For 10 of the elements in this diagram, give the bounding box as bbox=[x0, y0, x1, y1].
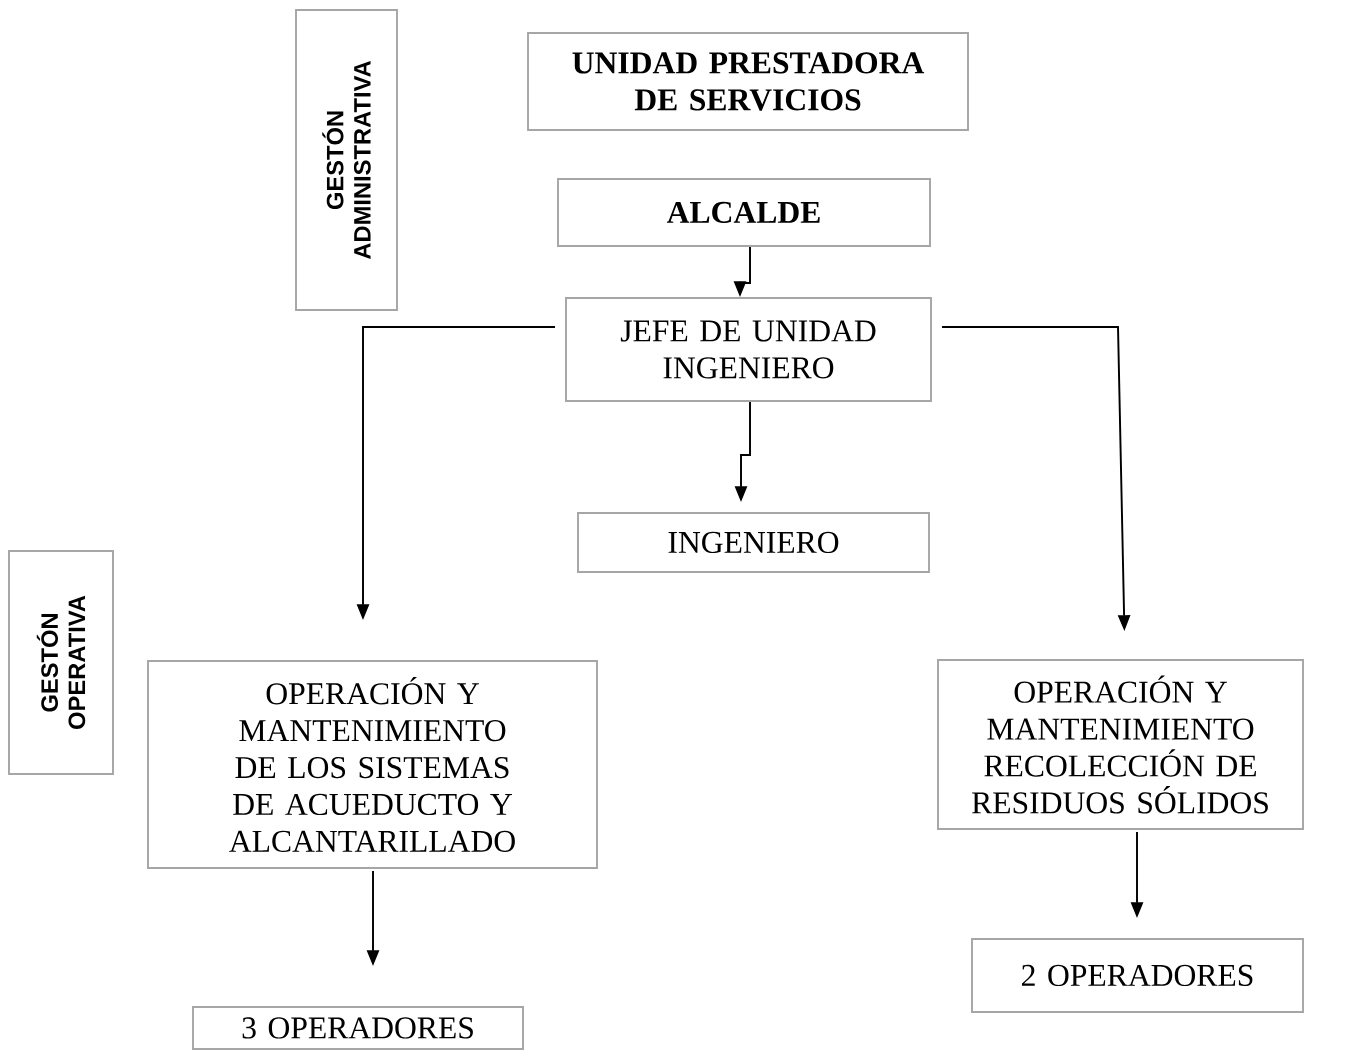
title-box: UNIDAD PRESTADORA DE SERVICIOS bbox=[527, 32, 969, 131]
role-box: INGENIERO bbox=[577, 512, 930, 573]
role-box: OPERACIÓN Y MANTENIMIENTO RECOLECCIÓN DE RESIDUOS SÓLIDOS bbox=[937, 659, 1304, 830]
role-box: JEFE DE UNIDAD INGENIERO bbox=[565, 297, 932, 402]
section-label-box: GESTÓN OPERATIVA bbox=[8, 550, 114, 775]
role-box: 2 OPERADORES bbox=[971, 938, 1304, 1013]
section-label-box: GESTÓN ADMINISTRATIVA bbox=[295, 9, 398, 311]
title-box: ALCALDE bbox=[557, 178, 931, 247]
role-box: 3 OPERADORES bbox=[192, 1006, 524, 1050]
role-box: OPERACIÓN Y MANTENIMIENTO DE LOS SISTEMAS DE ACUEDUCTO Y ALCANTARILLADO bbox=[147, 660, 598, 869]
